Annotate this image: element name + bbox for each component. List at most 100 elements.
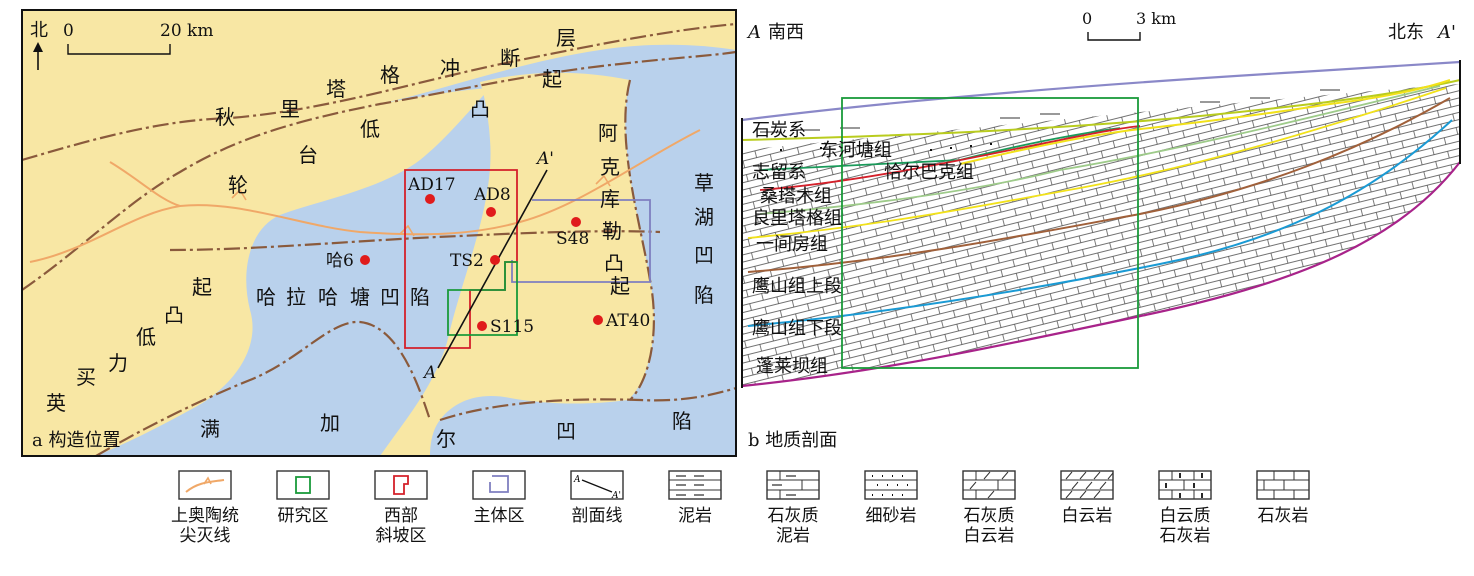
char-tu3: 凸 (164, 303, 184, 327)
legend-label: 主体区 (473, 506, 525, 526)
char-jia: 加 (320, 411, 340, 435)
char-qi3: 起 (192, 275, 212, 299)
svg-text:A': A' (611, 491, 621, 500)
char-hu: 湖 (694, 205, 714, 229)
char-ha2: 哈 (318, 285, 338, 309)
caohu-west-fault (624, 79, 656, 401)
pinchout-line-3 (231, 174, 611, 237)
well-s48-label: S48 (556, 229, 589, 249)
label-yingshan-lower: 鹰山组下段 (752, 318, 842, 339)
legend-label: 白云岩 (1061, 506, 1113, 526)
map-scale-bar (67, 44, 171, 55)
well-s115-marker (477, 321, 487, 331)
label-qiaerbake: 恰尔巴克组 (884, 162, 974, 183)
study-area-boundary (447, 261, 518, 336)
label-penglaiba: 蓬莱坝组 (756, 356, 828, 377)
pinchout-line (29, 129, 701, 263)
section-scale-label: 3 km (1136, 9, 1176, 28)
mudstone-dashes (760, 89, 1340, 133)
yingshan-lower-base-line (747, 119, 1453, 327)
char-le: 勒 (602, 219, 622, 243)
legend-item-mudstone: 泥岩 (640, 470, 750, 526)
legend: 上奥陶统 尖灭线 研究区 西部 斜坡区 主体区 A A' 剖面线 (150, 470, 1350, 570)
legend-label: 剖面线 (571, 506, 623, 526)
well-s48-marker (571, 217, 581, 227)
map-scale-label: 20 km (160, 21, 213, 41)
char-ying: 英 (46, 391, 66, 415)
calcareous-dolomite-symbol-icon (962, 470, 1016, 500)
legend-item-limestone: 石灰岩 (1228, 470, 1338, 526)
section-scale-bar (1087, 32, 1141, 41)
legend-label: 细砂岩 (865, 506, 917, 526)
pinchout-symbol-icon (178, 470, 232, 500)
legend-label: 石灰质 泥岩 (767, 506, 819, 546)
legend-item-line: A A' 剖面线 (542, 470, 652, 526)
label-sangtamu: 桑塔木组 (760, 186, 832, 207)
section-caption: b 地质剖面 (748, 430, 837, 451)
structural-location-map: 北 0 20 km 秋 里 塔 格 冲 断 层 低 凸 起 台 轮 阿 克 库 … (21, 9, 737, 457)
legend-item-pinchout: 上奥陶统 尖灭线 (150, 470, 260, 546)
char-qiu: 秋 (215, 105, 235, 129)
yingmaili-uplift-area (22, 88, 490, 456)
sangtamu-base-line (759, 125, 1141, 191)
lianglitage-base-line (759, 85, 1441, 215)
legend-label: 研究区 (277, 506, 329, 526)
char-er: 尔 (436, 427, 456, 451)
char-tu2: 凸 (604, 251, 624, 275)
tahe-central-fault (169, 230, 661, 252)
section-right-letter: A' (1436, 22, 1456, 43)
well-ha6-marker (360, 255, 370, 265)
label-donghetang: 东河塘组 (820, 140, 892, 161)
well-ts2-label: TS2 (450, 251, 484, 271)
legend-item-study: 研究区 (248, 470, 358, 526)
qiulitage-fault (22, 22, 736, 162)
well-ad8-label: AD8 (473, 185, 511, 205)
legend-label: 石灰质 白云岩 (963, 506, 1015, 546)
yijianfang-top-line (747, 87, 1447, 239)
char-lun: 轮 (228, 173, 248, 197)
char-ao2: 凹 (380, 285, 400, 309)
well-ad17-marker (425, 194, 435, 204)
legend-item-dolo-lime: 白云质 石灰岩 (1130, 470, 1240, 546)
section-line-a-a (437, 169, 548, 369)
char-qi2: 起 (610, 274, 630, 298)
char-ha1: 哈 (256, 285, 276, 309)
sandstone-symbol-icon (864, 470, 918, 500)
section-left-direction: 南西 (768, 22, 804, 43)
section-line-start-label: A (422, 363, 436, 383)
char-ceng: 层 (556, 26, 576, 50)
slope-area-symbol-icon (374, 470, 428, 500)
calcareous-mudstone-symbol-icon (766, 470, 820, 500)
char-ao1: 凹 (694, 243, 714, 267)
legend-item-calc-mud: 石灰质 泥岩 (738, 470, 848, 546)
char-ge: 格 (380, 63, 400, 87)
mudstone-symbol-icon (668, 470, 722, 500)
legend-item-main: 主体区 (444, 470, 554, 526)
label-yingshan-upper: 鹰山组上段 (752, 276, 842, 297)
section-right-direction: 北东 (1388, 22, 1424, 43)
well-ad17-label: AD17 (407, 175, 456, 195)
legend-item-slope: 西部 斜坡区 (346, 470, 456, 546)
char-man: 满 (200, 417, 220, 441)
label-lianglitage: 良里塔格组 (752, 208, 842, 229)
char-tu1: 凸 (470, 97, 490, 121)
char-tang: 塘 (350, 285, 370, 309)
main-area-symbol-icon (472, 470, 526, 500)
mudstone-cap (742, 62, 1460, 150)
char-di2: 低 (136, 325, 156, 349)
label-carboniferous: 石炭系 (752, 120, 806, 141)
manjiaer-east-fault (439, 386, 736, 422)
char-ta: 塔 (326, 77, 346, 101)
char-xian1: 陷 (694, 283, 714, 307)
main-area-boundary (511, 199, 651, 283)
well-at40-marker (593, 315, 603, 325)
char-di1: 低 (360, 117, 380, 141)
well-at40-label: AT40 (605, 311, 650, 331)
legend-label: 白云质 石灰岩 (1159, 506, 1211, 546)
manjiaer-north-fault (95, 320, 432, 456)
svg-text:A: A (573, 475, 581, 485)
legend-label: 泥岩 (678, 506, 712, 526)
north-arrow-head-icon (33, 42, 43, 52)
yingshan-upper-base-line (747, 97, 1451, 273)
legend-item-dolomite: 白云岩 (1032, 470, 1142, 526)
